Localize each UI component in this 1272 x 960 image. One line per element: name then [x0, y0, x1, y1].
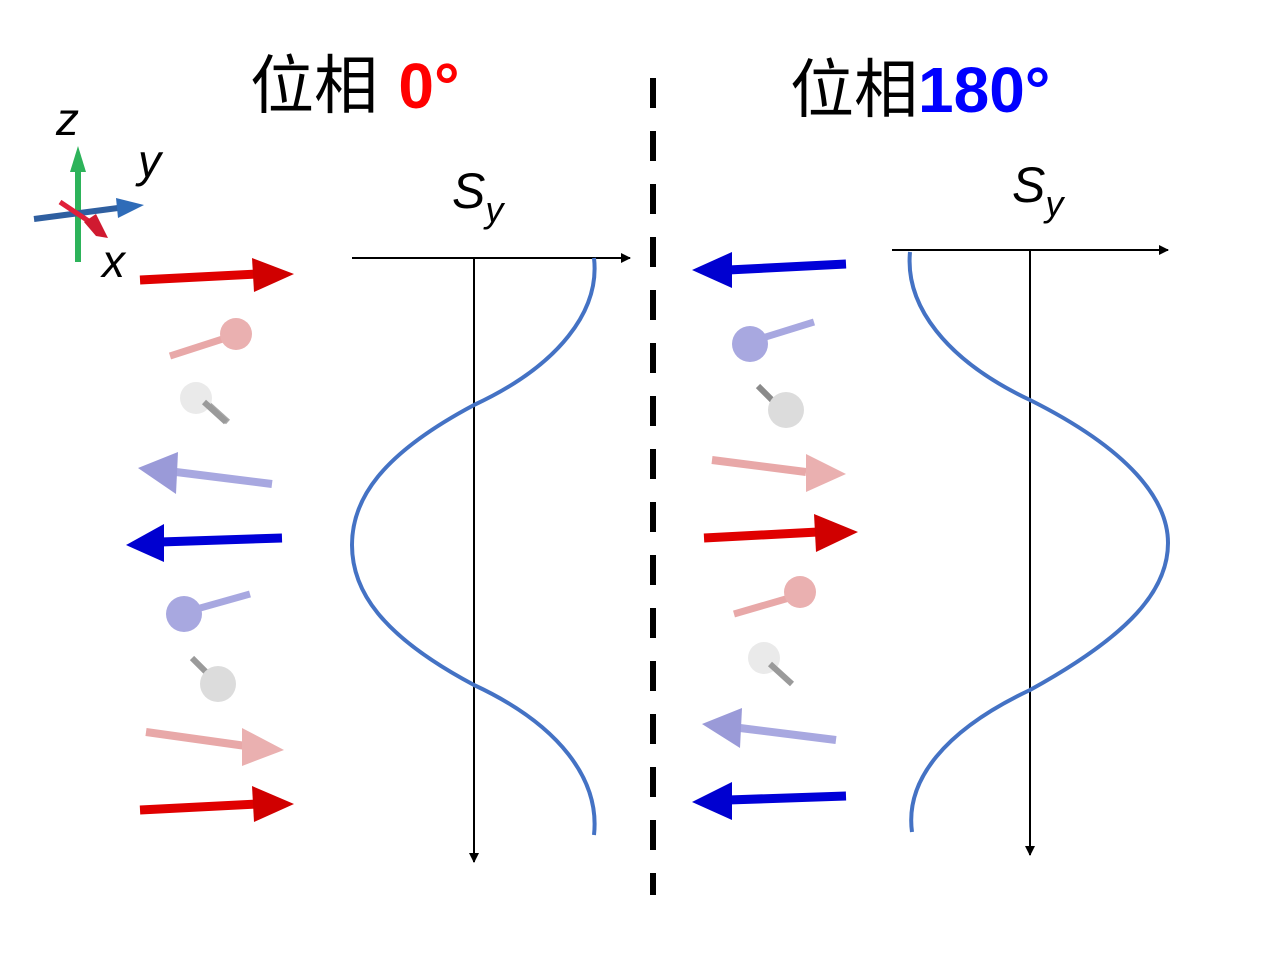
sy-axis-label-left: Sy — [452, 166, 503, 228]
sy-curve-left — [349, 257, 597, 836]
axis-label-z: z — [56, 93, 79, 145]
axis-label-main: S — [1012, 157, 1046, 213]
sy-axis-label-right: Sy — [1012, 160, 1063, 222]
phase-value: 180° — [918, 54, 1051, 126]
coordinate-axes-icon — [33, 146, 144, 262]
panel-right-title: 位相180° — [790, 58, 1050, 123]
phase-label: 位相 — [790, 54, 918, 128]
axis-label-main: S — [452, 163, 486, 219]
sy-curve-right — [907, 251, 1171, 833]
axis-label-y: y — [138, 135, 161, 187]
panel-left-title: 位相 0° — [250, 54, 460, 119]
axis-label-sub: y — [485, 189, 504, 230]
spins-right — [692, 252, 858, 820]
phase-label: 位相 — [250, 50, 399, 124]
phase-value: 0° — [398, 50, 460, 122]
axis-label-sub: y — [1045, 183, 1064, 224]
spins-left — [126, 258, 294, 822]
axis-label-x: x — [102, 235, 125, 287]
